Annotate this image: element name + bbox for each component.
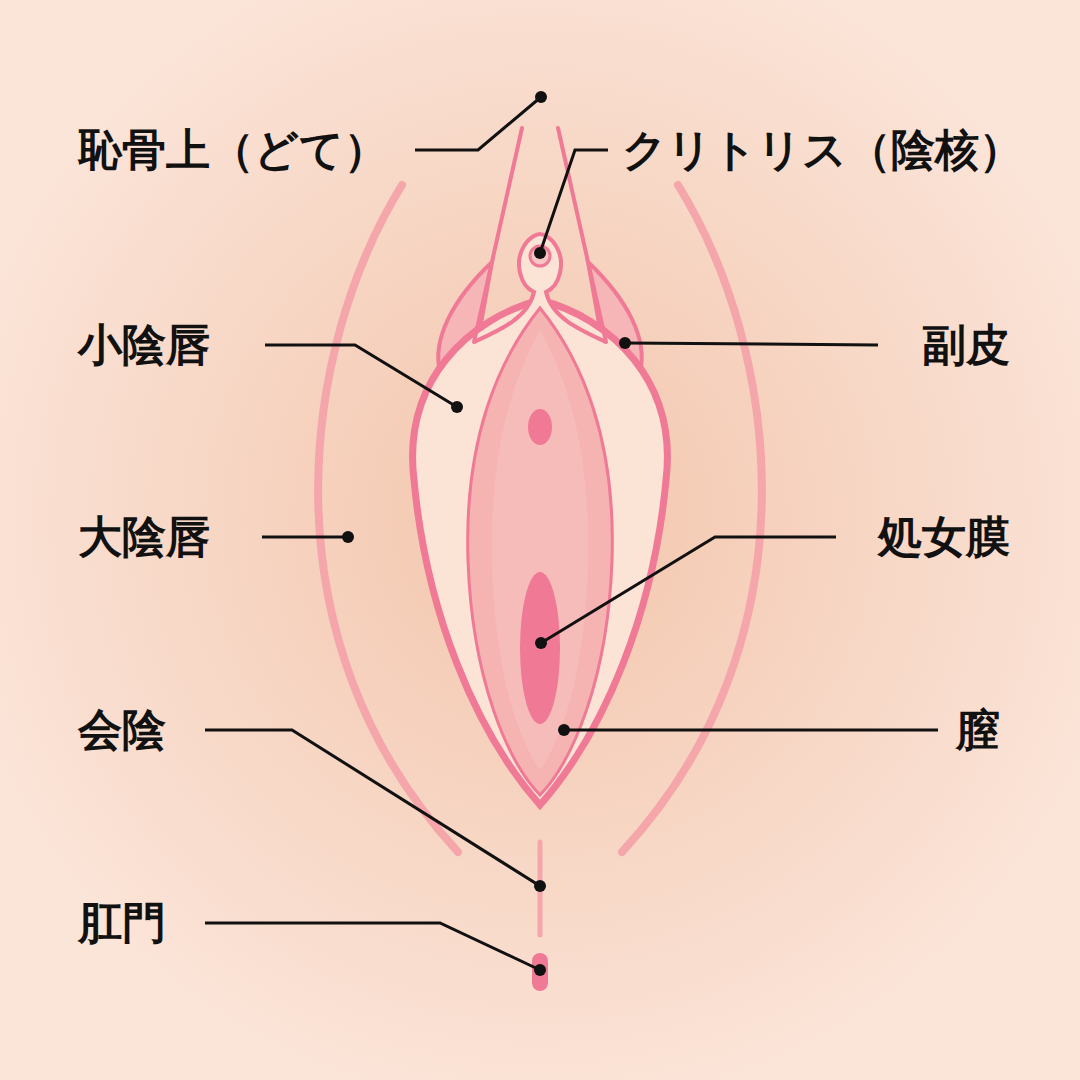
urethra	[528, 409, 552, 445]
vestibule-inner	[492, 330, 588, 770]
leader-dot	[619, 337, 631, 349]
part-label: 肛門	[78, 897, 166, 950]
hood-line	[474, 128, 522, 342]
part-label: 処女膜	[878, 511, 1010, 564]
anus	[532, 953, 548, 991]
part-label: 会陰	[78, 704, 166, 757]
leader-line	[541, 537, 836, 643]
part-label: 大陰唇	[78, 511, 210, 564]
leader-dot	[534, 964, 546, 976]
leader-line	[262, 536, 348, 539]
leader-dot	[535, 637, 547, 649]
leader-dots	[342, 91, 631, 976]
part-label: クリトリス（陰核）	[622, 124, 1023, 177]
leader-dot	[558, 724, 570, 736]
vestibule	[468, 308, 613, 795]
vaginal-opening	[520, 572, 560, 724]
part-label: 副皮	[922, 319, 1010, 372]
leader-dot	[342, 531, 354, 543]
part-label: 恥骨上（どて）	[78, 124, 388, 177]
leader-dot	[535, 91, 547, 103]
hood-line	[558, 128, 606, 342]
leader-dot	[534, 247, 546, 259]
leader-dot	[534, 880, 546, 892]
leader-line	[540, 150, 608, 253]
leader-line	[205, 923, 540, 970]
part-label: 小陰唇	[78, 319, 210, 372]
leader-lines	[205, 97, 938, 970]
leader-dot	[451, 401, 463, 413]
leader-line	[564, 729, 938, 732]
clitoris	[530, 246, 550, 266]
leader-line	[205, 730, 540, 886]
part-label: 膣	[956, 704, 1000, 757]
leader-line	[415, 97, 541, 150]
leader-line	[625, 343, 878, 345]
leader-line	[265, 345, 457, 407]
